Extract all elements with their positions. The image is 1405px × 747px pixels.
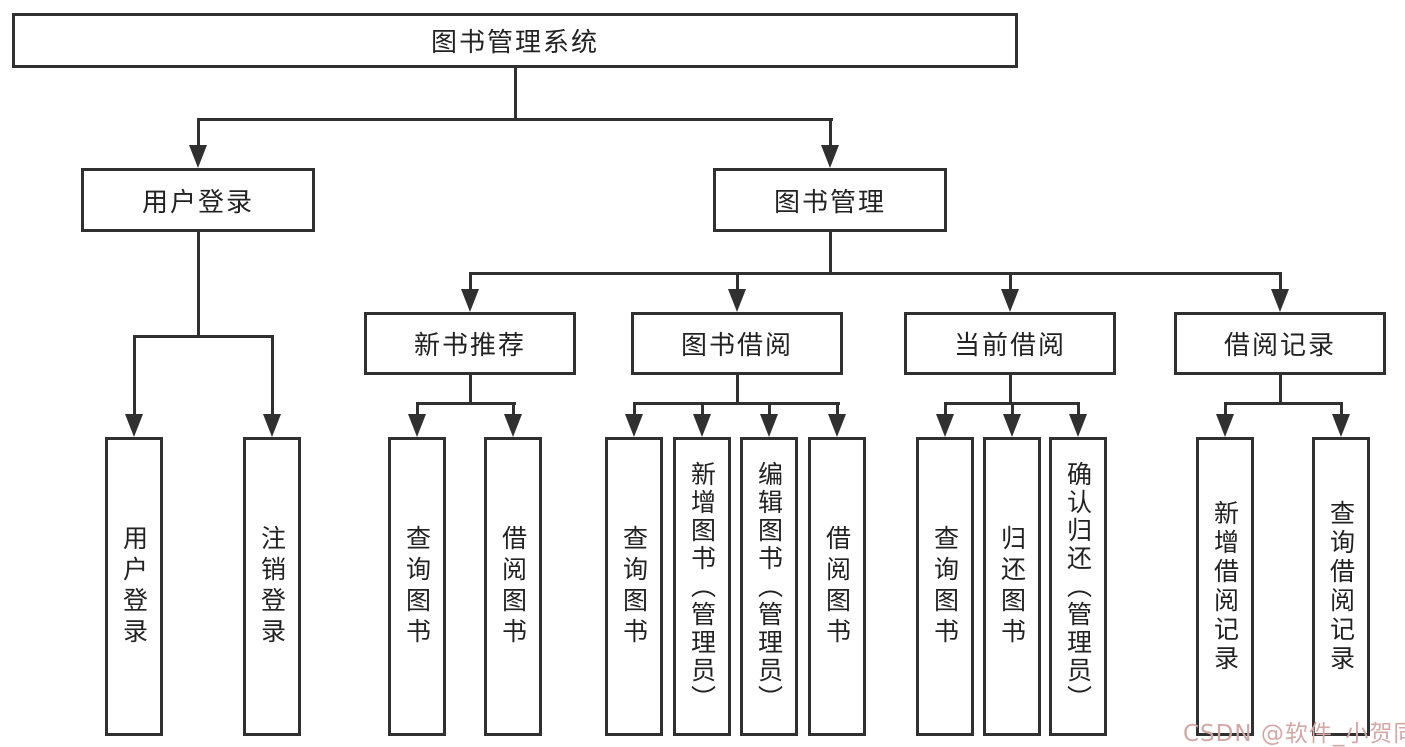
connector-stub-br-query [1340, 402, 1343, 416]
leaf-br-add-box: 新增借阅记录 [1196, 437, 1254, 736]
connector-stub-bb-edit [768, 402, 771, 416]
arrowhead-bb-add-icon [693, 414, 711, 437]
connector-stub-leaf-user-login [133, 335, 136, 415]
arrowhead-bb-edit-icon [760, 414, 778, 437]
connector-stub-leaf-logout [271, 335, 274, 415]
connector-stub-user-login [197, 118, 200, 146]
connector-stub-nb-query [416, 402, 419, 416]
arrowhead-nb-query-icon [408, 414, 426, 437]
leaf-nb-query-box: 查询图书 [388, 437, 446, 736]
connector-borrow-records-split [1224, 402, 1343, 405]
connector-stub-cb-return [1011, 402, 1014, 416]
connector-stub-bb-query [633, 402, 636, 416]
connector-stub-cb-confirm [1077, 402, 1080, 416]
connector-book-borrow-split [633, 402, 840, 405]
leaf-cb-confirm-box: 确认归还（管理员） [1049, 437, 1107, 736]
leaf-bb-query-box: 查询图书 [605, 437, 663, 736]
connector-book-borrow-drop [736, 375, 739, 405]
connector-stub-br-add [1224, 402, 1227, 416]
leaf-bb-borrow-box: 借阅图书 [808, 437, 866, 736]
node-book-borrow-box: 图书借阅 [631, 312, 843, 375]
arrowhead-leaf-logout-icon [263, 414, 281, 437]
connector-new-books-drop [469, 375, 472, 405]
csdn-watermark: CSDN @软件_小贺同学 [1183, 721, 1405, 747]
node-new-books-box: 新书推荐 [364, 312, 576, 375]
arrowhead-nb-borrow-icon [504, 414, 522, 437]
arrowhead-leaf-user-login-icon [125, 414, 143, 437]
node-root-box: 图书管理系统 [12, 13, 1018, 68]
connector-stub-cb-query [944, 402, 947, 416]
connector-user-login-drop [197, 232, 200, 338]
arrowhead-borrow-records-icon [1271, 289, 1289, 312]
connector-stub-bb-borrow [836, 402, 839, 416]
arrowhead-br-add-icon [1216, 414, 1234, 437]
arrowhead-user-login-icon [189, 145, 207, 168]
connector-book-mgmt-drop [829, 232, 832, 275]
leaf-nb-borrow-box: 借阅图书 [484, 437, 542, 736]
arrowhead-current-borrow-icon [1001, 289, 1019, 312]
leaf-logout-box: 注销登录 [243, 437, 301, 736]
connector-split-level2 [197, 118, 833, 121]
connector-stub-new-books [469, 272, 472, 291]
connector-split-level3 [469, 272, 1282, 275]
arrowhead-bb-borrow-icon [828, 414, 846, 437]
connector-stub-borrow-records [1279, 272, 1282, 291]
connector-current-borrow-drop [1009, 375, 1012, 405]
connector-stub-nb-borrow [512, 402, 515, 416]
arrowhead-cb-return-icon [1003, 414, 1021, 437]
connector-stub-book-mgmt [829, 118, 832, 146]
connector-stub-bb-add [701, 402, 704, 416]
node-user-login-box: 用户登录 [81, 168, 315, 232]
arrowhead-new-books-icon [461, 289, 479, 312]
node-current-borrow-box: 当前借阅 [904, 312, 1116, 375]
arrowhead-br-query-icon [1332, 414, 1350, 437]
leaf-bb-edit-box: 编辑图书（管理员） [740, 437, 798, 736]
leaf-user-login-box: 用户登录 [105, 437, 163, 736]
node-book-mgmt-box: 图书管理 [713, 168, 947, 232]
connector-root-drop [514, 68, 517, 119]
leaf-br-query-box: 查询借阅记录 [1312, 437, 1370, 736]
arrowhead-bb-query-icon [625, 414, 643, 437]
connector-borrow-records-drop [1279, 375, 1282, 405]
connector-stub-book-borrow [736, 272, 739, 291]
leaf-cb-return-box: 归还图书 [983, 437, 1041, 736]
arrowhead-book-mgmt-icon [821, 145, 839, 168]
connector-new-books-split [416, 402, 516, 405]
connector-stub-current-borrow [1009, 272, 1012, 291]
leaf-cb-query-box: 查询图书 [916, 437, 974, 736]
leaf-bb-add-box: 新增图书（管理员） [673, 437, 731, 736]
arrowhead-cb-query-icon [936, 414, 954, 437]
node-borrow-records-box: 借阅记录 [1174, 312, 1386, 375]
arrowhead-book-borrow-icon [728, 289, 746, 312]
connector-user-login-split [133, 335, 274, 338]
arrowhead-cb-confirm-icon [1069, 414, 1087, 437]
